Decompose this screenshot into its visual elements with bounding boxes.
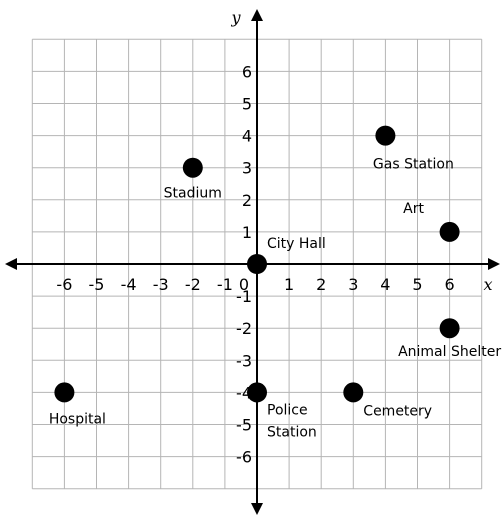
x-tick-label: 3 [348,275,358,294]
point-stadium [182,157,203,178]
y-tick-label: -1 [236,287,252,306]
y-tick-label: 6 [242,62,252,81]
y-axis-title: y [230,8,241,27]
x-tick-label: 5 [412,275,422,294]
y-tick-label: 4 [242,127,252,146]
x-axis-title: x [483,275,492,294]
x-axis-left-arrow-icon [5,258,17,270]
x-tick-label: 1 [284,275,294,294]
x-tick-label: 4 [380,275,390,294]
point-animal-shelter [439,318,460,339]
point-art [439,221,460,242]
point-label-gas-station: Gas Station [373,157,454,173]
point-cemetery [343,382,364,403]
y-tick-label: 1 [242,223,252,242]
point-label-city-hall: City Hall [267,236,326,252]
x-axis-right-arrow-icon [488,258,500,270]
point-hospital [54,382,75,403]
y-tick-label: -6 [236,448,252,467]
point-label-hospital: Hospital [49,411,106,427]
y-tick-label: -3 [236,351,252,370]
y-tick-label: 5 [242,95,252,114]
y-tick-label: 2 [242,191,252,210]
y-tick-label: 3 [242,159,252,178]
data-points [54,125,460,403]
point-gas-station [375,125,396,146]
y-axis-down-arrow-icon [251,503,263,515]
point-city-hall [247,254,267,274]
x-tick-label: -2 [185,275,201,294]
x-tick-label: -6 [56,275,72,294]
x-tick-label: -5 [89,275,105,294]
point-label-animal-shelter: Animal Shelter [398,344,501,360]
x-tick-label: 2 [316,275,326,294]
y-tick-label: -2 [236,319,252,338]
point-police-station [247,382,267,403]
y-tick-label: -5 [236,416,252,435]
x-tick-label: -1 [217,275,233,294]
point-label-stadium: Stadium [164,186,222,202]
point-label-art: Art [403,201,424,217]
y-axis-up-arrow-icon [251,9,263,21]
x-tick-label: -3 [153,275,169,294]
x-tick-label: -4 [121,275,137,294]
x-tick-label: 6 [445,275,455,294]
x-tick-label: 0 [239,275,249,294]
point-label-cemetery: Cemetery [363,403,432,419]
